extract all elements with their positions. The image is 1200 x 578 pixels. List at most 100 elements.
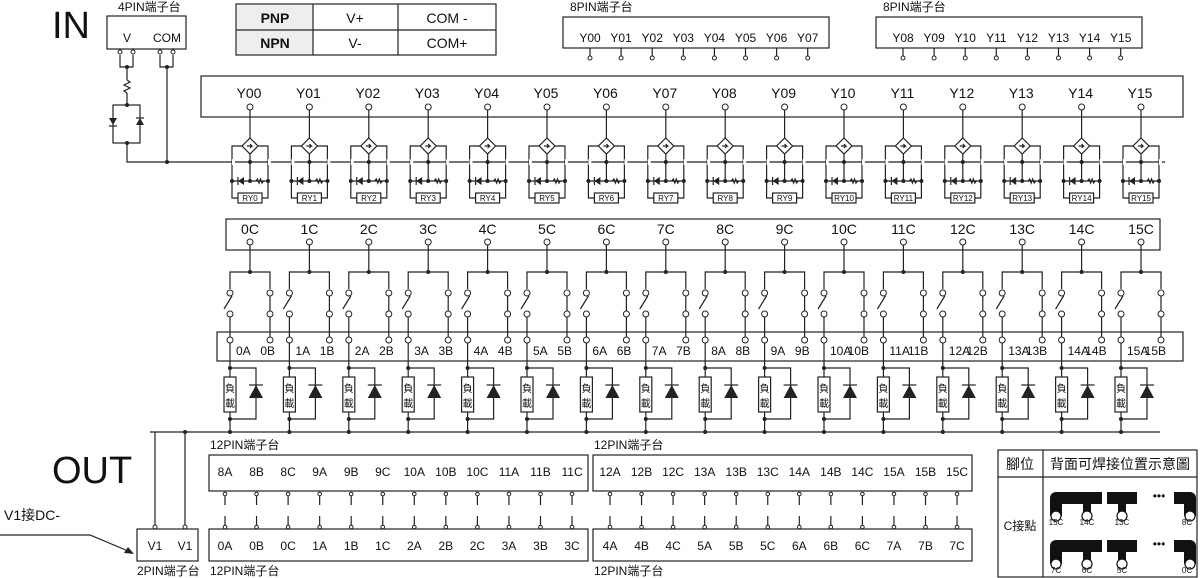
load-label: 載: [819, 398, 829, 410]
junction-dot: [1000, 430, 1005, 434]
pin-terminal: [484, 238, 492, 246]
led-icon: [713, 177, 720, 185]
terminal-pin-label: 5C: [760, 539, 776, 553]
resistor-icon: [433, 177, 443, 185]
terminal-8pin-pin-label: Y05: [735, 31, 757, 45]
junction-dot: [901, 179, 906, 183]
relay-frame: [409, 145, 447, 199]
switch-contact: [761, 310, 769, 318]
junction-dot: [165, 160, 169, 164]
switch-blade: [401, 295, 411, 310]
y-output-box: [200, 75, 1184, 118]
junction-dot: [960, 179, 965, 183]
junction-dot: [527, 179, 531, 183]
switch-contact: [523, 289, 531, 297]
led-icon: [475, 177, 482, 185]
pin-terminal: [317, 524, 322, 530]
relay-label-box: [534, 192, 560, 204]
resistor-icon: [1087, 177, 1096, 185]
resistor-icon: [122, 79, 132, 94]
terminal-8pin-pin-label: Y00: [579, 31, 601, 45]
pin-terminal: [246, 103, 254, 111]
switch-contact: [879, 289, 887, 297]
common-label: 10C: [831, 221, 857, 237]
pin-terminal: [820, 336, 828, 344]
pad-label: 5C: [1117, 566, 1127, 575]
pin-terminal: [444, 336, 452, 344]
pin-terminal: [622, 336, 630, 344]
load-label: 負: [938, 383, 948, 395]
b-terminal-label: 7B: [676, 344, 691, 358]
load-label: 載: [403, 398, 413, 410]
a-terminal-label: 10A: [830, 344, 851, 358]
terminal-pin-label: 4C: [665, 539, 681, 553]
pin-terminal: [305, 103, 313, 111]
relay-frame: [825, 145, 863, 199]
switch-contact: [979, 310, 987, 318]
terminal-pin-label: 15B: [915, 465, 936, 479]
led-icon: [772, 177, 779, 185]
load-label: 載: [878, 398, 888, 410]
switch-contact: [266, 289, 274, 297]
common-label: 5C: [538, 221, 556, 237]
relay-label-box: [831, 192, 857, 204]
switch-contact: [1038, 310, 1046, 318]
switch-blade: [579, 295, 589, 310]
solder-hole-icon: [1184, 558, 1196, 570]
pin-terminal: [939, 336, 947, 344]
relay-label-box: [1068, 192, 1095, 204]
relay-label-box: [712, 192, 738, 204]
relay-frame: [944, 145, 982, 199]
relay-label: RY14: [1072, 194, 1092, 203]
pin-terminal: [506, 491, 512, 497]
diode-icon: [546, 385, 560, 398]
arrow-icon: [365, 143, 373, 149]
y-output-label: Y07: [652, 85, 677, 101]
in-title: IN: [52, 5, 90, 47]
pad-label: 14C: [1080, 518, 1095, 527]
relay-frame: [706, 145, 744, 199]
relay-frame: [290, 145, 328, 199]
terminal-pin-label: 9A: [312, 465, 327, 479]
switch-contact: [226, 310, 234, 318]
solder-hole-icon: [1081, 558, 1093, 570]
a-terminal-label: 2A: [355, 344, 370, 358]
b-terminal-label: 13B: [1026, 344, 1047, 358]
solder-pad-icon: [1107, 540, 1137, 564]
arrow-icon: [781, 143, 789, 149]
switch-contact: [523, 310, 531, 318]
switch-contact: [385, 289, 393, 297]
junction-dot: [901, 160, 906, 164]
relay-label: RY5: [539, 194, 555, 203]
pin-terminal: [840, 238, 848, 246]
junction-dot: [183, 430, 187, 434]
polarity-type: PNP: [261, 10, 290, 26]
pin-terminal: [157, 49, 163, 55]
pin-terminal: [602, 103, 610, 111]
pin-terminal: [266, 336, 274, 344]
pin-terminal: [254, 491, 259, 497]
pin-terminal: [317, 491, 322, 497]
load-label: 載: [522, 398, 532, 410]
resistor-icon: [255, 177, 264, 185]
v1-pin-label: V1: [178, 539, 193, 553]
led-icon: [832, 177, 838, 185]
common-label: 12C: [950, 221, 976, 237]
terminal-pin-label: 1B: [344, 539, 359, 553]
terminal-pin-label: 8A: [218, 465, 233, 479]
terminal-pin-label: 3C: [564, 539, 580, 553]
relay-label-box: [653, 192, 679, 204]
junction-dot: [485, 160, 490, 164]
pin-terminal: [860, 524, 865, 530]
junction-dot: [266, 179, 270, 183]
pin-terminal: [587, 55, 593, 61]
pin-terminal: [721, 103, 729, 111]
switch-contact: [504, 289, 512, 297]
bus-hop: [706, 159, 747, 165]
load-label: 載: [581, 398, 591, 410]
pin-v-label: V: [123, 31, 131, 45]
pin-terminal: [682, 336, 690, 344]
terminal-pin-label: 6C: [855, 539, 871, 553]
polarity-v: V+: [346, 10, 364, 26]
